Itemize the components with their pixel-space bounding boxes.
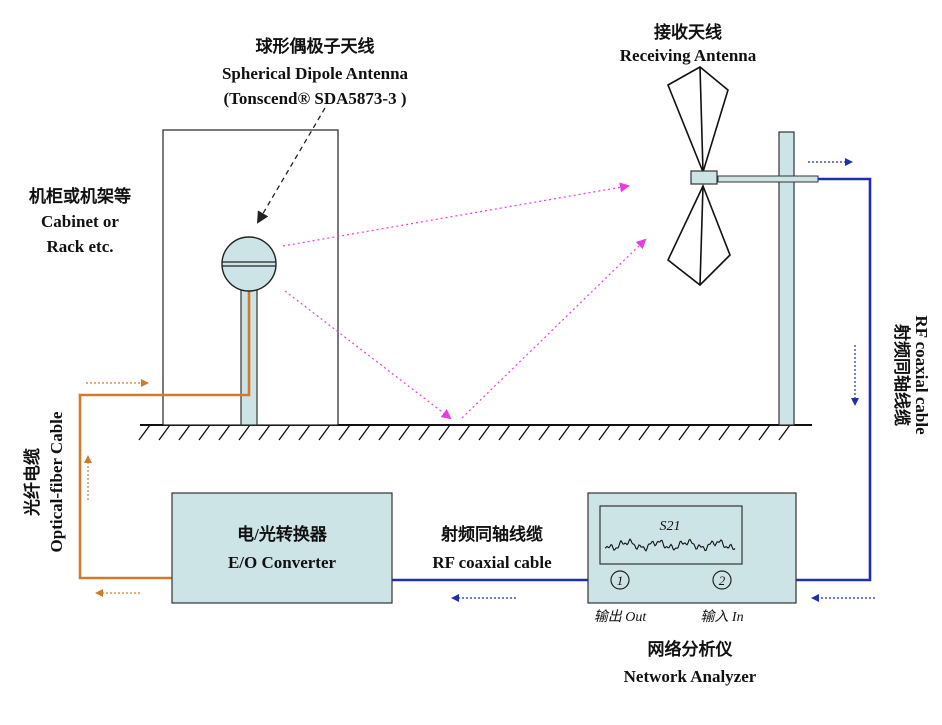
port-2-connector <box>712 570 732 590</box>
dipole-label-cn: 球形偶极子天线 <box>256 36 375 56</box>
port-2-number: 2 <box>719 573 726 588</box>
port-1-number: 1 <box>617 573 624 588</box>
eo-label-cn: 电/光转换器 <box>237 524 328 544</box>
receiving-label-cn: 接收天线 <box>654 22 722 42</box>
flow-arrows <box>84 158 875 602</box>
port-2-label: 输入 In <box>700 609 743 625</box>
dipole-label-en: Spherical Dipole Antenna <box>222 64 409 83</box>
dipole-callout-arrow <box>256 107 326 224</box>
analyzer-label-cn: 网络分析仪 <box>648 639 734 659</box>
port-1-label: 输出 Out <box>594 609 648 625</box>
analyzer-screen <box>599 505 743 565</box>
eo-converter-box <box>171 492 393 604</box>
rf-cable-right <box>728 177 872 582</box>
rf-cable-mid-label-cn: 射频同轴线缆 <box>440 524 543 544</box>
cabinet-label-cn: 机柜或机架等 <box>29 186 131 206</box>
screen-s21-label: S21 <box>660 519 681 534</box>
antenna-boom <box>717 175 819 183</box>
ground-plane <box>138 424 812 441</box>
spherical-dipole-antenna <box>221 236 277 292</box>
network-analyzer <box>587 492 797 604</box>
optical-label-en: Optical-fiber Cable <box>47 411 66 552</box>
eo-label-en: E/O Converter <box>228 553 337 572</box>
cabinet-label-en-2: Rack etc. <box>46 237 113 256</box>
rf-cable-right-label-cn: 射频同轴线缆 <box>892 323 912 426</box>
cabinet-label-en-1: Cabinet or <box>41 212 119 231</box>
optical-fiber-cable <box>78 290 251 580</box>
dipole-model-label: (Tonscend® SDA5873-3 ) <box>223 89 406 108</box>
rf-cable-right-label-en: RF coaxial cable <box>912 315 931 435</box>
receiving-label-en: Receiving Antenna <box>620 46 757 65</box>
rf-cable-mid-label-en: RF coaxial cable <box>432 553 552 572</box>
signal-paths <box>282 182 647 420</box>
receiving-mast <box>778 131 795 426</box>
analyzer-label-en: Network Analyzer <box>624 667 757 686</box>
port-1-connector <box>610 570 630 590</box>
s21-trace <box>604 538 736 552</box>
optical-label-cn: 光纤电缆 <box>22 448 42 517</box>
receiving-antenna <box>666 66 731 287</box>
